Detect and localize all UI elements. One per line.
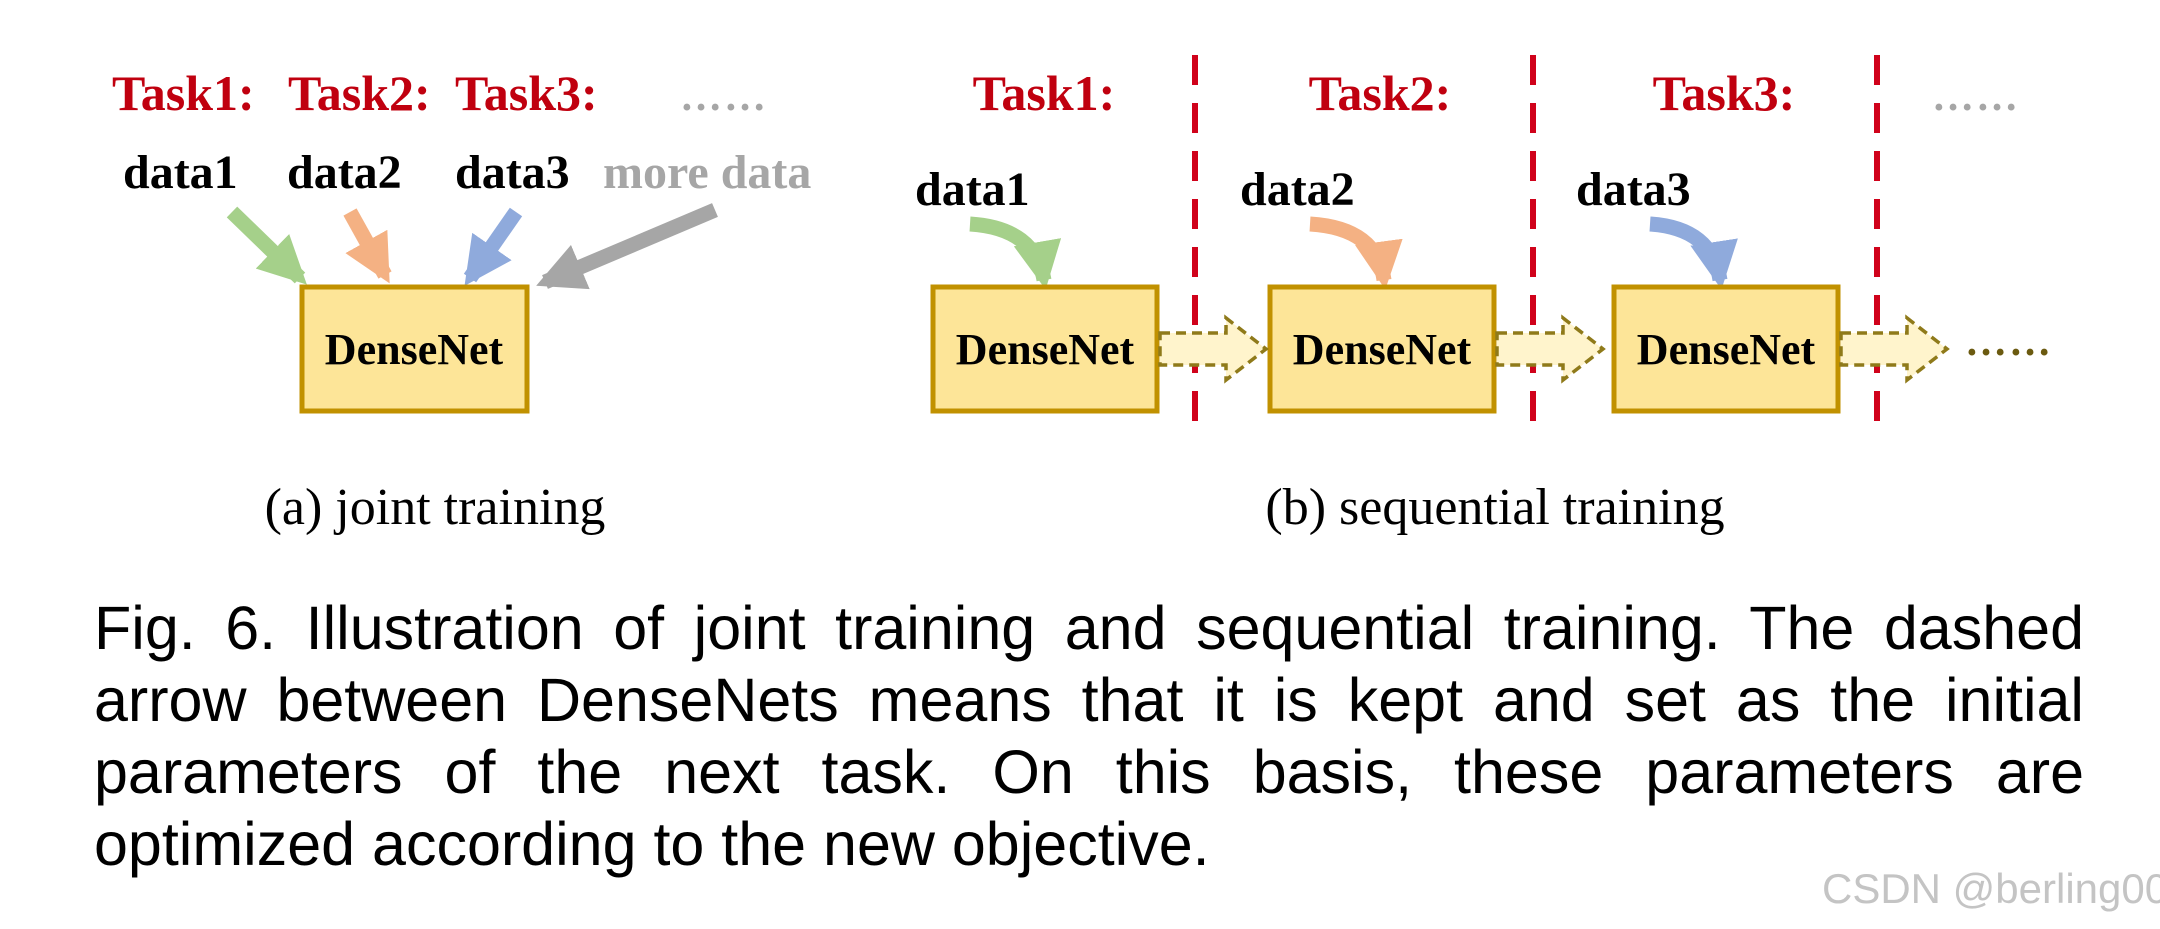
joint-ellipsis: …… bbox=[680, 74, 768, 120]
joint-data1-label: data1 bbox=[123, 146, 238, 199]
seq-subcaption: (b) sequential training bbox=[1265, 479, 1724, 536]
joint-arrow-green bbox=[226, 206, 307, 285]
seq-flow-arrow-2 bbox=[1495, 314, 1606, 384]
joint-task3-label: Task3: bbox=[455, 65, 598, 121]
seq-arrow-orange bbox=[1309, 216, 1403, 290]
seq-arrow-blue bbox=[1649, 216, 1738, 290]
figure-caption: Fig. 6. Illustration of joint training a… bbox=[94, 594, 2084, 878]
seq-densenet-box-1 bbox=[930, 284, 1160, 414]
seq-arrow-green bbox=[969, 216, 1062, 290]
joint-densenet-box bbox=[299, 284, 530, 414]
joint-data3-label: data3 bbox=[455, 146, 570, 199]
seq-ellipsis: …… bbox=[1932, 74, 2020, 120]
sequential-training-panel: Task1: Task2: Task3: …… data1 data2 data… bbox=[915, 55, 2053, 536]
joint-more-data-label: more data bbox=[603, 146, 811, 199]
seq-densenet-label-2: DenseNet bbox=[1293, 325, 1472, 374]
joint-task2-label: Task2: bbox=[288, 65, 431, 121]
joint-task1-label: Task1: bbox=[112, 65, 255, 121]
seq-task3-label: Task3: bbox=[1653, 65, 1796, 121]
training-diagram: Task1: Task2: Task3: …… data1 data2 data… bbox=[112, 55, 2053, 536]
seq-densenet-box-2 bbox=[1267, 284, 1497, 414]
seq-flow-arrow-3 bbox=[1839, 314, 1950, 384]
seq-data1-label: data1 bbox=[915, 163, 1030, 216]
seq-task2-label: Task2: bbox=[1309, 65, 1452, 121]
joint-densenet-label: DenseNet bbox=[325, 325, 504, 374]
seq-data3-label: data3 bbox=[1576, 163, 1691, 216]
joint-subcaption: (a) joint training bbox=[265, 479, 606, 536]
seq-densenet-box-3 bbox=[1611, 284, 1841, 414]
watermark: CSDN @berling00 bbox=[1822, 865, 2160, 912]
seq-densenet-label-3: DenseNet bbox=[1637, 325, 1816, 374]
joint-training-panel: Task1: Task2: Task3: …… data1 data2 data… bbox=[112, 65, 811, 536]
seq-densenet-label-1: DenseNet bbox=[956, 325, 1135, 374]
joint-arrow-orange bbox=[343, 208, 392, 284]
seq-task1-label: Task1: bbox=[973, 65, 1116, 121]
joint-arrow-blue bbox=[463, 207, 523, 286]
joint-arrow-gray bbox=[536, 203, 718, 290]
joint-data2-label: data2 bbox=[287, 146, 402, 199]
seq-trailing-dots: …… bbox=[1965, 319, 2053, 365]
seq-data2-label: data2 bbox=[1240, 163, 1355, 216]
seq-flow-arrow-1 bbox=[1158, 314, 1269, 384]
